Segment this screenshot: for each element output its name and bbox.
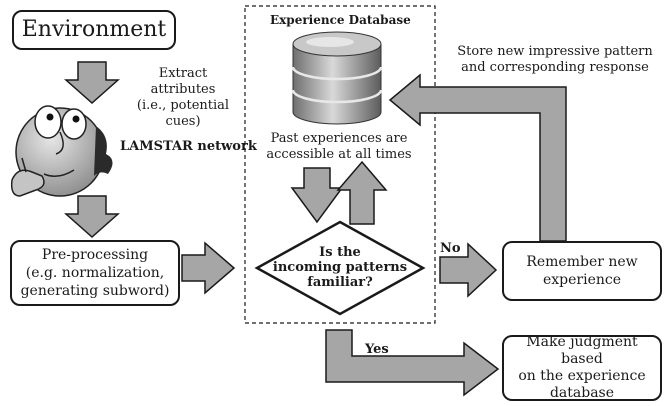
- remember-experience-box: Remember new experience: [502, 241, 662, 301]
- remember-experience-label: Remember new experience: [526, 254, 638, 288]
- arrow-no-to-remember: [439, 242, 498, 298]
- experience-database-title: Experience Database: [270, 13, 411, 27]
- arrow-preprocessing-to-decision: [181, 241, 236, 295]
- arrow-environment-to-lamstar: [64, 61, 120, 105]
- arrow-store-feedback: [388, 73, 567, 242]
- arrow-yes-to-judgment: [325, 329, 500, 397]
- arrow-database-down: [290, 167, 344, 224]
- environment-box: Environment: [12, 10, 176, 50]
- preprocessing-label: Pre-processing (e.g. normalization, gene…: [20, 247, 170, 299]
- arrow-database-up: [336, 160, 388, 225]
- yes-label: Yes: [365, 342, 389, 357]
- database-cylinder-icon: [291, 31, 383, 125]
- lamstar-network-label: LAMSTAR network: [120, 139, 257, 154]
- extract-attributes-label: Extract attributes (i.e., potential cues…: [136, 66, 230, 129]
- store-pattern-label: Store new impressive pattern and corresp…: [457, 44, 653, 75]
- database-caption: Past experiences are accessible at all t…: [266, 131, 412, 162]
- no-label: No: [440, 241, 461, 256]
- arrow-lamstar-to-preprocessing: [64, 195, 120, 239]
- judgment-label: Make judgment based on the experience da…: [518, 334, 646, 401]
- decision-diamond: [254, 220, 426, 316]
- environment-label: Environment: [21, 17, 167, 42]
- cartoon-face-icon: [10, 105, 113, 197]
- preprocessing-box: Pre-processing (e.g. normalization, gene…: [10, 240, 180, 306]
- experience-database-region: [244, 5, 436, 324]
- judgment-box: Make judgment based on the experience da…: [502, 334, 662, 401]
- decision-label: Is the incoming patterns familiar?: [272, 245, 408, 290]
